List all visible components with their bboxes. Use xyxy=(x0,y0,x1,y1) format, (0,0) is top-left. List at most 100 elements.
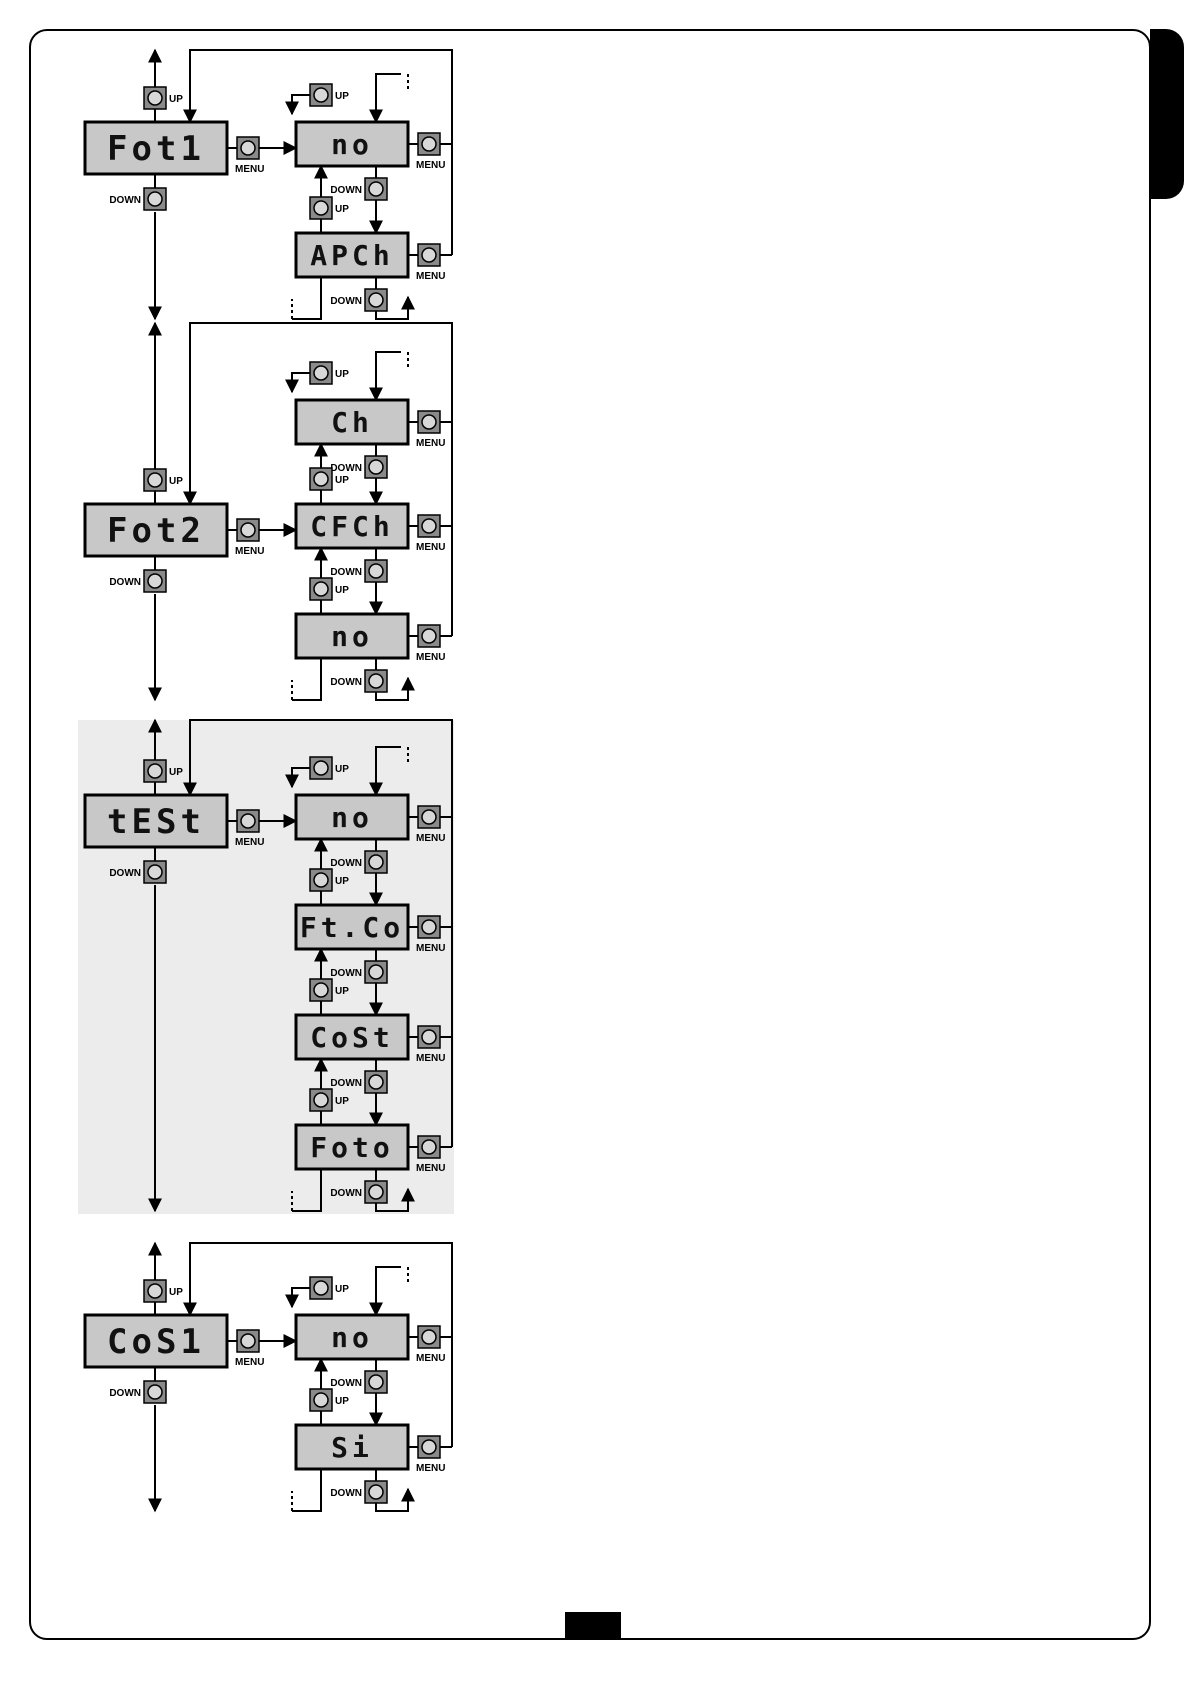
lcd-text: tESt xyxy=(107,802,205,842)
main-display-fot1: Fot1 xyxy=(85,122,227,174)
option-down-button[interactable] xyxy=(365,851,387,873)
menu-label: MENU xyxy=(416,833,445,844)
up-button[interactable] xyxy=(144,1280,166,1302)
option-down-button[interactable] xyxy=(365,1071,387,1093)
down-label: DOWN xyxy=(330,968,362,979)
wrap-bottom-line xyxy=(292,277,321,319)
option-up-button[interactable] xyxy=(310,1089,332,1111)
menu-label: MENU xyxy=(235,837,264,848)
option-up-button[interactable] xyxy=(310,869,332,891)
option-menu-button[interactable] xyxy=(418,806,440,828)
button-circle-icon xyxy=(422,248,436,262)
menu-label: MENU xyxy=(416,271,445,282)
option-down-button[interactable] xyxy=(365,289,387,311)
option-display-test-1: Ft.Co xyxy=(296,905,408,949)
option-down-button[interactable] xyxy=(365,560,387,582)
option-menu-button[interactable] xyxy=(418,1026,440,1048)
menu-label: MENU xyxy=(416,1463,445,1474)
menu-button[interactable] xyxy=(237,519,259,541)
main-display-fot2: Fot2 xyxy=(85,504,227,556)
down-button[interactable] xyxy=(144,861,166,883)
option-down-button[interactable] xyxy=(365,1481,387,1503)
button-circle-icon xyxy=(148,473,162,487)
up-label: UP xyxy=(335,764,349,775)
wrap-in-arrow xyxy=(376,747,401,795)
up-button[interactable] xyxy=(144,87,166,109)
down-button[interactable] xyxy=(144,188,166,210)
lcd-text: Ch xyxy=(331,406,373,439)
option-display-fot2-1: CFCh xyxy=(296,504,408,548)
option-down-button[interactable] xyxy=(365,178,387,200)
menu-button[interactable] xyxy=(237,1330,259,1352)
wrap-bottom-line xyxy=(292,658,321,700)
button-circle-icon xyxy=(369,855,383,869)
option-up-button[interactable] xyxy=(310,84,332,106)
option-down-button[interactable] xyxy=(365,456,387,478)
button-circle-icon xyxy=(241,1334,255,1348)
up-button[interactable] xyxy=(144,760,166,782)
up-label: UP xyxy=(335,585,349,596)
option-down-button[interactable] xyxy=(365,670,387,692)
menu-button[interactable] xyxy=(237,137,259,159)
menu-button[interactable] xyxy=(237,810,259,832)
option-up-button[interactable] xyxy=(310,468,332,490)
option-up-button[interactable] xyxy=(310,362,332,384)
option-up-button[interactable] xyxy=(310,757,332,779)
menu-label: MENU xyxy=(416,1053,445,1064)
option-menu-button[interactable] xyxy=(418,1436,440,1458)
wrap-up-arrow xyxy=(292,373,310,392)
button-circle-icon xyxy=(314,472,328,486)
menu-label: MENU xyxy=(235,1357,264,1368)
button-circle-icon xyxy=(241,814,255,828)
button-circle-icon xyxy=(148,91,162,105)
button-circle-icon xyxy=(148,764,162,778)
option-menu-button[interactable] xyxy=(418,244,440,266)
option-up-button[interactable] xyxy=(310,1277,332,1299)
up-label: UP xyxy=(335,91,349,102)
option-display-test-2: CoSt xyxy=(296,1015,408,1059)
down-label: DOWN xyxy=(109,195,141,206)
option-menu-button[interactable] xyxy=(418,133,440,155)
button-circle-icon xyxy=(369,460,383,474)
lcd-text: CoSt xyxy=(310,1021,393,1054)
up-label: UP xyxy=(335,986,349,997)
down-button[interactable] xyxy=(144,570,166,592)
button-circle-icon xyxy=(369,1485,383,1499)
option-menu-button[interactable] xyxy=(418,411,440,433)
down-label: DOWN xyxy=(109,1388,141,1399)
button-circle-icon xyxy=(314,983,328,997)
option-up-button[interactable] xyxy=(310,1389,332,1411)
down-label: DOWN xyxy=(330,185,362,196)
up-label: UP xyxy=(335,204,349,215)
down-label: DOWN xyxy=(330,1488,362,1499)
button-circle-icon xyxy=(148,1385,162,1399)
down-label: DOWN xyxy=(330,296,362,307)
menu-label: MENU xyxy=(416,160,445,171)
option-menu-button[interactable] xyxy=(418,625,440,647)
option-up-button[interactable] xyxy=(310,979,332,1001)
button-circle-icon xyxy=(422,920,436,934)
down-label: DOWN xyxy=(330,567,362,578)
option-up-button[interactable] xyxy=(310,197,332,219)
wrap-in-arrow xyxy=(376,1267,401,1315)
button-circle-icon xyxy=(369,182,383,196)
button-circle-icon xyxy=(422,1440,436,1454)
option-menu-button[interactable] xyxy=(418,916,440,938)
up-button[interactable] xyxy=(144,469,166,491)
button-circle-icon xyxy=(314,1393,328,1407)
button-circle-icon xyxy=(314,761,328,775)
lcd-text: Foto xyxy=(310,1131,393,1164)
option-down-button[interactable] xyxy=(365,961,387,983)
option-menu-button[interactable] xyxy=(418,1326,440,1348)
option-down-button[interactable] xyxy=(365,1181,387,1203)
option-down-button[interactable] xyxy=(365,1371,387,1393)
button-circle-icon xyxy=(314,201,328,215)
option-menu-button[interactable] xyxy=(418,1136,440,1158)
option-menu-button[interactable] xyxy=(418,515,440,537)
wrap-up-arrow xyxy=(292,95,310,114)
menu-label: MENU xyxy=(416,1353,445,1364)
button-circle-icon xyxy=(148,865,162,879)
option-up-button[interactable] xyxy=(310,578,332,600)
menu-label: MENU xyxy=(416,1163,445,1174)
down-button[interactable] xyxy=(144,1381,166,1403)
